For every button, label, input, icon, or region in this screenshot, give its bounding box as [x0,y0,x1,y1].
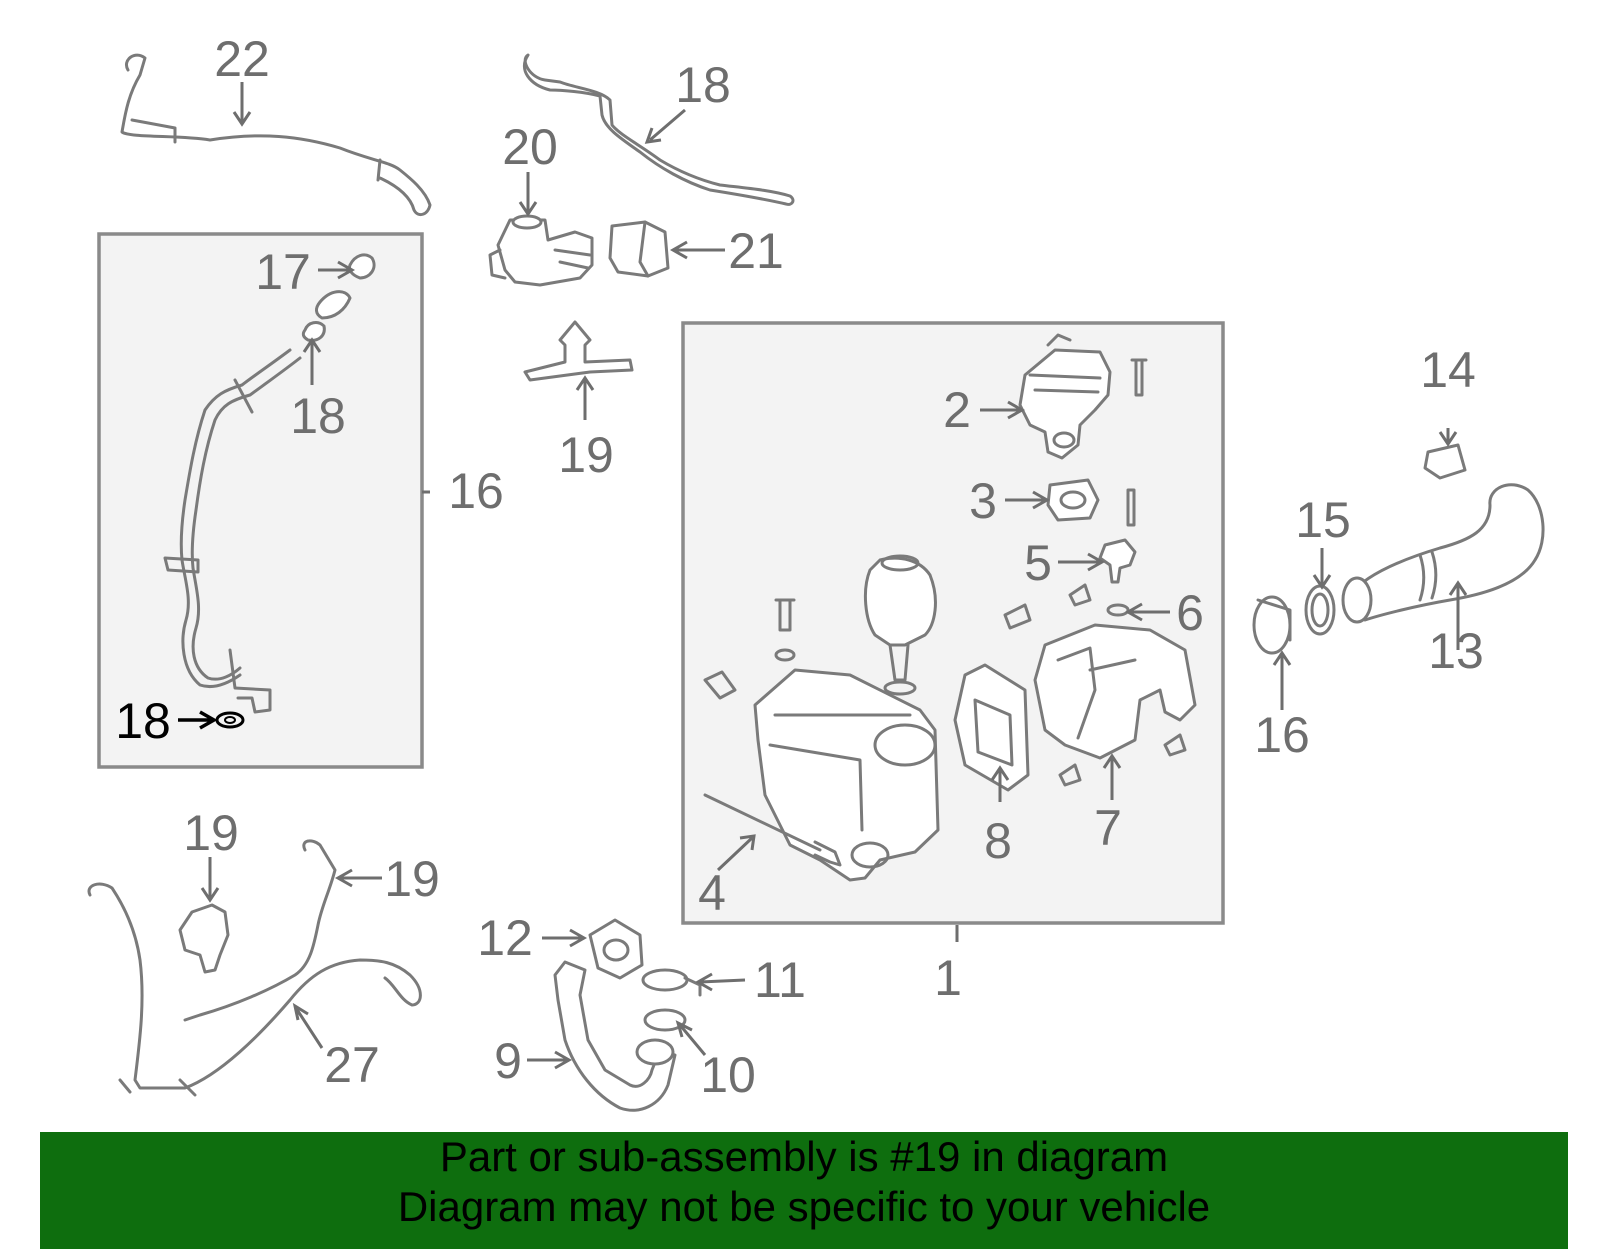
part-12-gasket[interactable] [588,918,644,980]
part-21-pipe[interactable] [522,53,795,206]
main-cooler-body[interactable] [703,598,940,882]
part-4-sensor-rod[interactable] [703,793,842,867]
callout-26[interactable]: 22 [214,31,270,87]
callout-7[interactable]: 7 [1094,800,1122,856]
callout-18-bottom[interactable]: 18 [290,388,346,444]
inset-box-1 [681,321,1225,925]
part-8-gasket-plate[interactable] [953,663,1030,792]
callout-3[interactable]: 3 [969,473,997,529]
callout-20[interactable]: 19 [384,851,440,907]
callout-10[interactable]: 10 [700,1047,756,1103]
callout-arrows [178,82,1468,1070]
callout-5[interactable]: 5 [1024,535,1052,591]
callout-9[interactable]: 9 [494,1033,522,1089]
part-24-valve[interactable] [488,214,594,287]
callout-8[interactable]: 8 [984,813,1012,869]
part-10-seal[interactable] [643,1008,687,1032]
callout-22[interactable]: 19 [183,805,239,861]
part-13-pipe[interactable] [1341,483,1545,624]
part-7-housing[interactable] [1003,583,1197,787]
callout-13[interactable]: 13 [1428,623,1484,679]
part-11-clamp[interactable] [641,968,702,997]
inset-box-17 [97,232,424,769]
part-27-hose[interactable] [87,882,422,1097]
part-26-hose[interactable] [120,53,432,217]
callout-19[interactable]: 18 [115,693,171,749]
part-25-cover[interactable] [608,220,670,278]
part-15-clamp[interactable] [1304,584,1336,636]
callout-27[interactable]: 27 [324,1037,380,1093]
part-20-hose[interactable] [183,839,337,1022]
callout-17[interactable]: 16 [448,463,504,519]
callout-15[interactable]: 15 [1295,492,1351,548]
part-16-clamp[interactable] [1252,595,1292,655]
part-5-sensor[interactable] [1098,538,1137,584]
callout-12[interactable]: 12 [477,910,533,966]
part-9-pipe[interactable] [553,960,677,1112]
callout-1[interactable]: 1 [934,950,962,1006]
part-22-valve[interactable] [178,903,230,974]
part-2-egr-valve[interactable] [1018,333,1148,460]
part-17-pipe-assembly[interactable] [163,253,376,714]
info-banner: Part or sub-assembly is #19 in diagram D… [40,1132,1568,1249]
callout-11[interactable]: 11 [754,952,806,1008]
part-6-washer[interactable] [1106,603,1130,617]
callout-18-top[interactable]: 17 [255,244,311,300]
part-14-gasket[interactable] [1423,443,1467,480]
callout-labels: 22 18 20 21 17 18 19 16 18 2 3 5 6 7 8 4… [115,31,1484,1103]
part-23-bracket[interactable] [523,320,634,382]
banner-line-1: Part or sub-assembly is #19 in diagram [439,1133,1169,1180]
callout-23[interactable]: 19 [558,427,614,483]
callout-24[interactable]: 20 [502,119,558,175]
callout-21[interactable]: 18 [675,57,731,113]
callout-4[interactable]: 4 [698,865,726,921]
callout-2[interactable]: 2 [943,382,971,438]
part-3-gasket[interactable] [1046,478,1136,527]
callout-25[interactable]: 21 [728,223,784,279]
callout-6[interactable]: 6 [1176,585,1204,641]
banner-line-2: Diagram may not be specific to your vehi… [397,1183,1211,1230]
actuator[interactable] [864,554,937,696]
callout-16[interactable]: 16 [1254,707,1310,763]
callout-14[interactable]: 14 [1420,342,1476,398]
